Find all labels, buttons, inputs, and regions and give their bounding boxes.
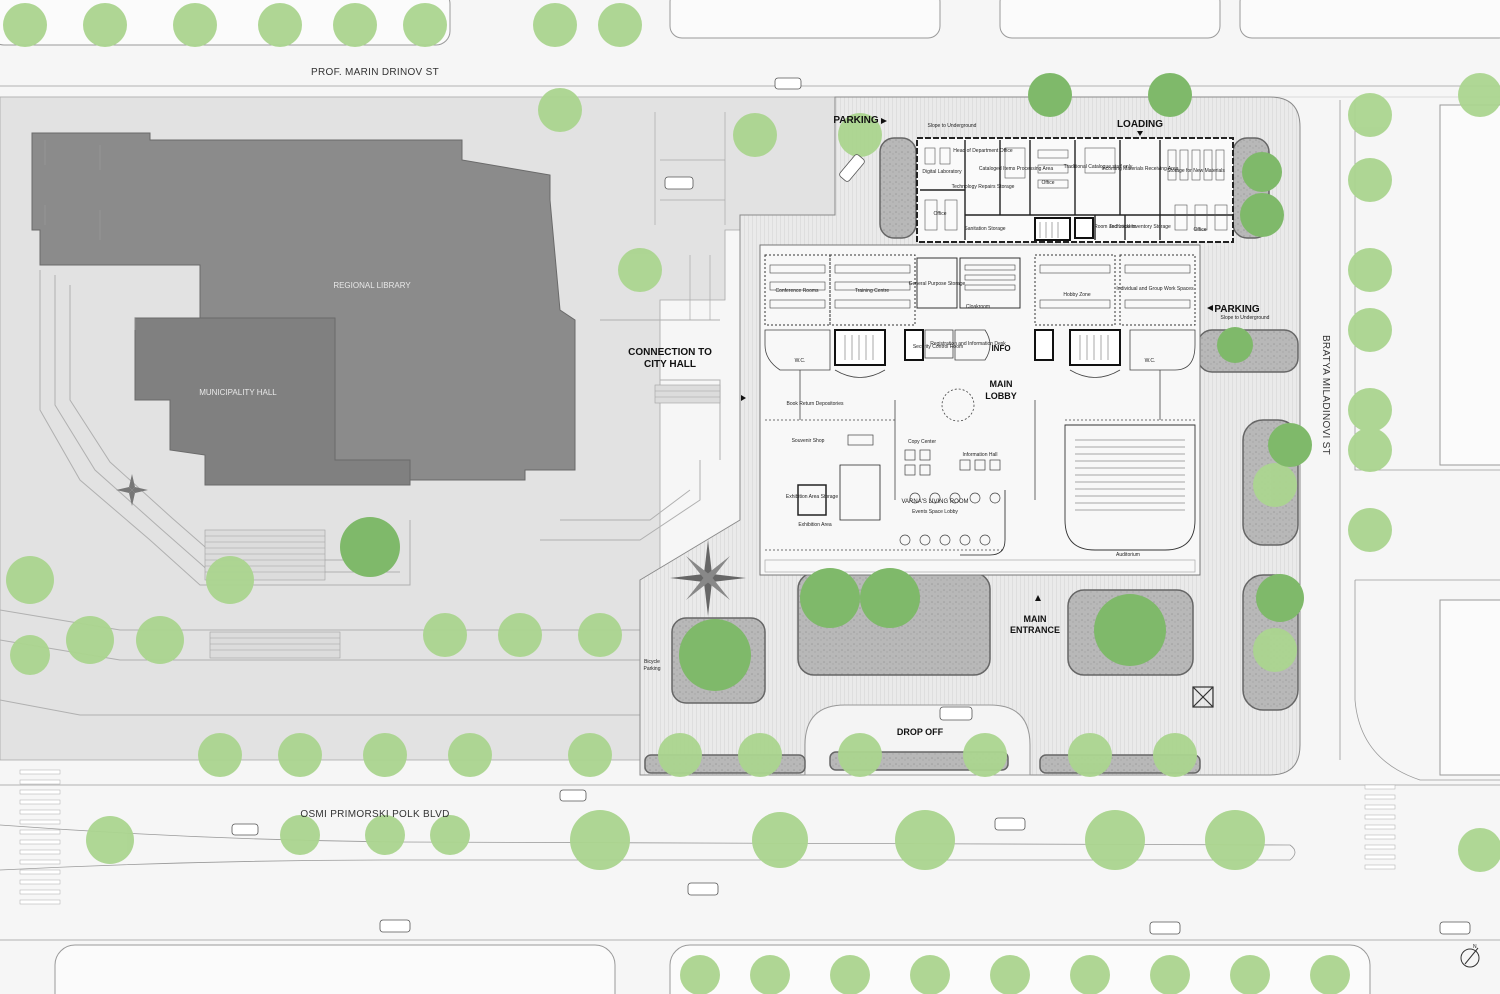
street-south-label: OSMI PRIMORSKI POLK BLVD (300, 809, 449, 820)
parking-north-label: PARKING (833, 115, 879, 126)
library-forecourt-line (764, 559, 1196, 573)
room-storage-new: Storage for New Materials (1167, 168, 1225, 174)
direction-arrows (741, 118, 1213, 601)
room-tech-repairs: Technology Repairs Storage (952, 184, 1015, 190)
south-street (0, 784, 1500, 941)
service-wing-furniture (924, 147, 1228, 231)
parking-east-label: PARKING (1214, 304, 1260, 315)
room-events-lobby: Events Space Lobby (912, 509, 958, 515)
slope-north-label: Slope to Underground (928, 123, 977, 129)
living-room-furniture (847, 434, 1001, 546)
room-conference: Conference Rooms (775, 288, 819, 294)
room-auditorium: Auditorium (1116, 552, 1140, 558)
connection-label-line1: CONNECTION TO (628, 347, 712, 358)
room-wc-1: W.C. (795, 358, 806, 364)
room-souvenir: Souvenir Shop (792, 438, 825, 444)
upper-rooms-walls (764, 254, 1196, 326)
auditorium-seating (1064, 424, 1196, 551)
east-street (1339, 100, 1500, 781)
room-wc-2: W.C. (1145, 358, 1156, 364)
room-copy-center: Copy Center (908, 439, 936, 445)
room-technical-inventory: Technical Inventory Storage (1109, 224, 1171, 230)
stair-treads (844, 222, 1109, 360)
room-incoming-materials: Incoming Materials Receiving Area (1102, 166, 1179, 172)
trees (3, 3, 1500, 994)
stairs (204, 384, 721, 659)
service-wing-walls (920, 140, 1233, 240)
room-cloakroom: Cloakroom (966, 304, 990, 310)
parking-lanes (654, 112, 726, 320)
room-office-3: Office (1194, 227, 1207, 233)
room-living-room: VARNA'S LIVING ROOM (901, 499, 968, 505)
crosswalk-east (1364, 784, 1396, 870)
main-lobby-label-line2: LOBBY (985, 391, 1017, 401)
info-label: INFO (991, 344, 1010, 353)
east-block-buildings (1439, 104, 1500, 776)
room-head-of-dept: Head of Department Office (953, 148, 1013, 154)
north-blocks (0, 0, 1500, 46)
main-entrance-label-line1: MAIN (1024, 614, 1047, 624)
regional-library-label: REGIONAL LIBRARY (333, 281, 411, 290)
main-entrance-label-line2: ENTRANCE (1010, 625, 1060, 635)
room-book-return: Book Return Depositories (787, 401, 844, 407)
room-cataloged-items: Cataloged Items Processing Area (979, 166, 1053, 172)
room-info-hall: Information Hall (962, 452, 997, 458)
room-group-work: Individual and Group Work Spaces (1116, 286, 1194, 292)
conference-tables (769, 264, 1191, 309)
compass-rose-west-icon (116, 474, 148, 506)
svg-text:N: N (1473, 944, 1477, 950)
room-sanitation: Sanitation Storage (964, 226, 1005, 232)
street-north-label: PROF. MARIN DRINOV ST (311, 67, 439, 78)
room-training: Training Centre (855, 288, 889, 294)
room-traditional-catalogue: Traditional Catalogue staff only (1064, 164, 1133, 170)
north-arrow-icon: N (1460, 944, 1480, 968)
cars (231, 77, 1471, 935)
room-hobby: Hobby Zone (1063, 292, 1090, 298)
lobby-interior-lines (764, 329, 1196, 551)
room-cloak-room: Cloak Room and Lockers (1080, 224, 1137, 230)
room-exhibition-storage: Exhibition Area Storage (786, 494, 838, 500)
loading-label: LOADING (1117, 119, 1163, 130)
bicycle-label-line1: Bicycle (644, 659, 660, 665)
street-east-label: BRATYA MILADINOVI ST (1320, 335, 1331, 455)
exhibition-room (797, 464, 1006, 556)
building-roof-lines (44, 140, 136, 330)
slope-east-label: Slope to Underground (1221, 315, 1270, 321)
stair-cores (834, 217, 1121, 366)
connection-label-line2: CITY HALL (644, 359, 696, 370)
municipality-hall-building (134, 317, 411, 486)
crosswalk-west (19, 769, 61, 905)
municipality-hall-label: MUNICIPALITY HALL (199, 388, 277, 397)
room-office-1: Office (934, 211, 947, 217)
room-digital-lab: Digital Laboratory (922, 169, 962, 175)
bicycle-label-line2: Parking (644, 666, 661, 672)
main-lobby-label-line1: MAIN (990, 379, 1013, 389)
regional-library-building (31, 132, 576, 481)
sculpture-icon (1192, 686, 1214, 708)
room-office-2: Office (1042, 180, 1055, 186)
drop-off-label: DROP OFF (897, 727, 944, 737)
room-security: Security Control Room (913, 344, 963, 350)
room-registration: Registration and Information Desk (930, 341, 1006, 347)
compass-rose-plaza-icon (670, 540, 746, 616)
trees-dark (340, 73, 1312, 691)
room-general-storage: General Purpose Storage (909, 281, 966, 287)
room-exhibition-area: Exhibition Area (798, 522, 832, 528)
